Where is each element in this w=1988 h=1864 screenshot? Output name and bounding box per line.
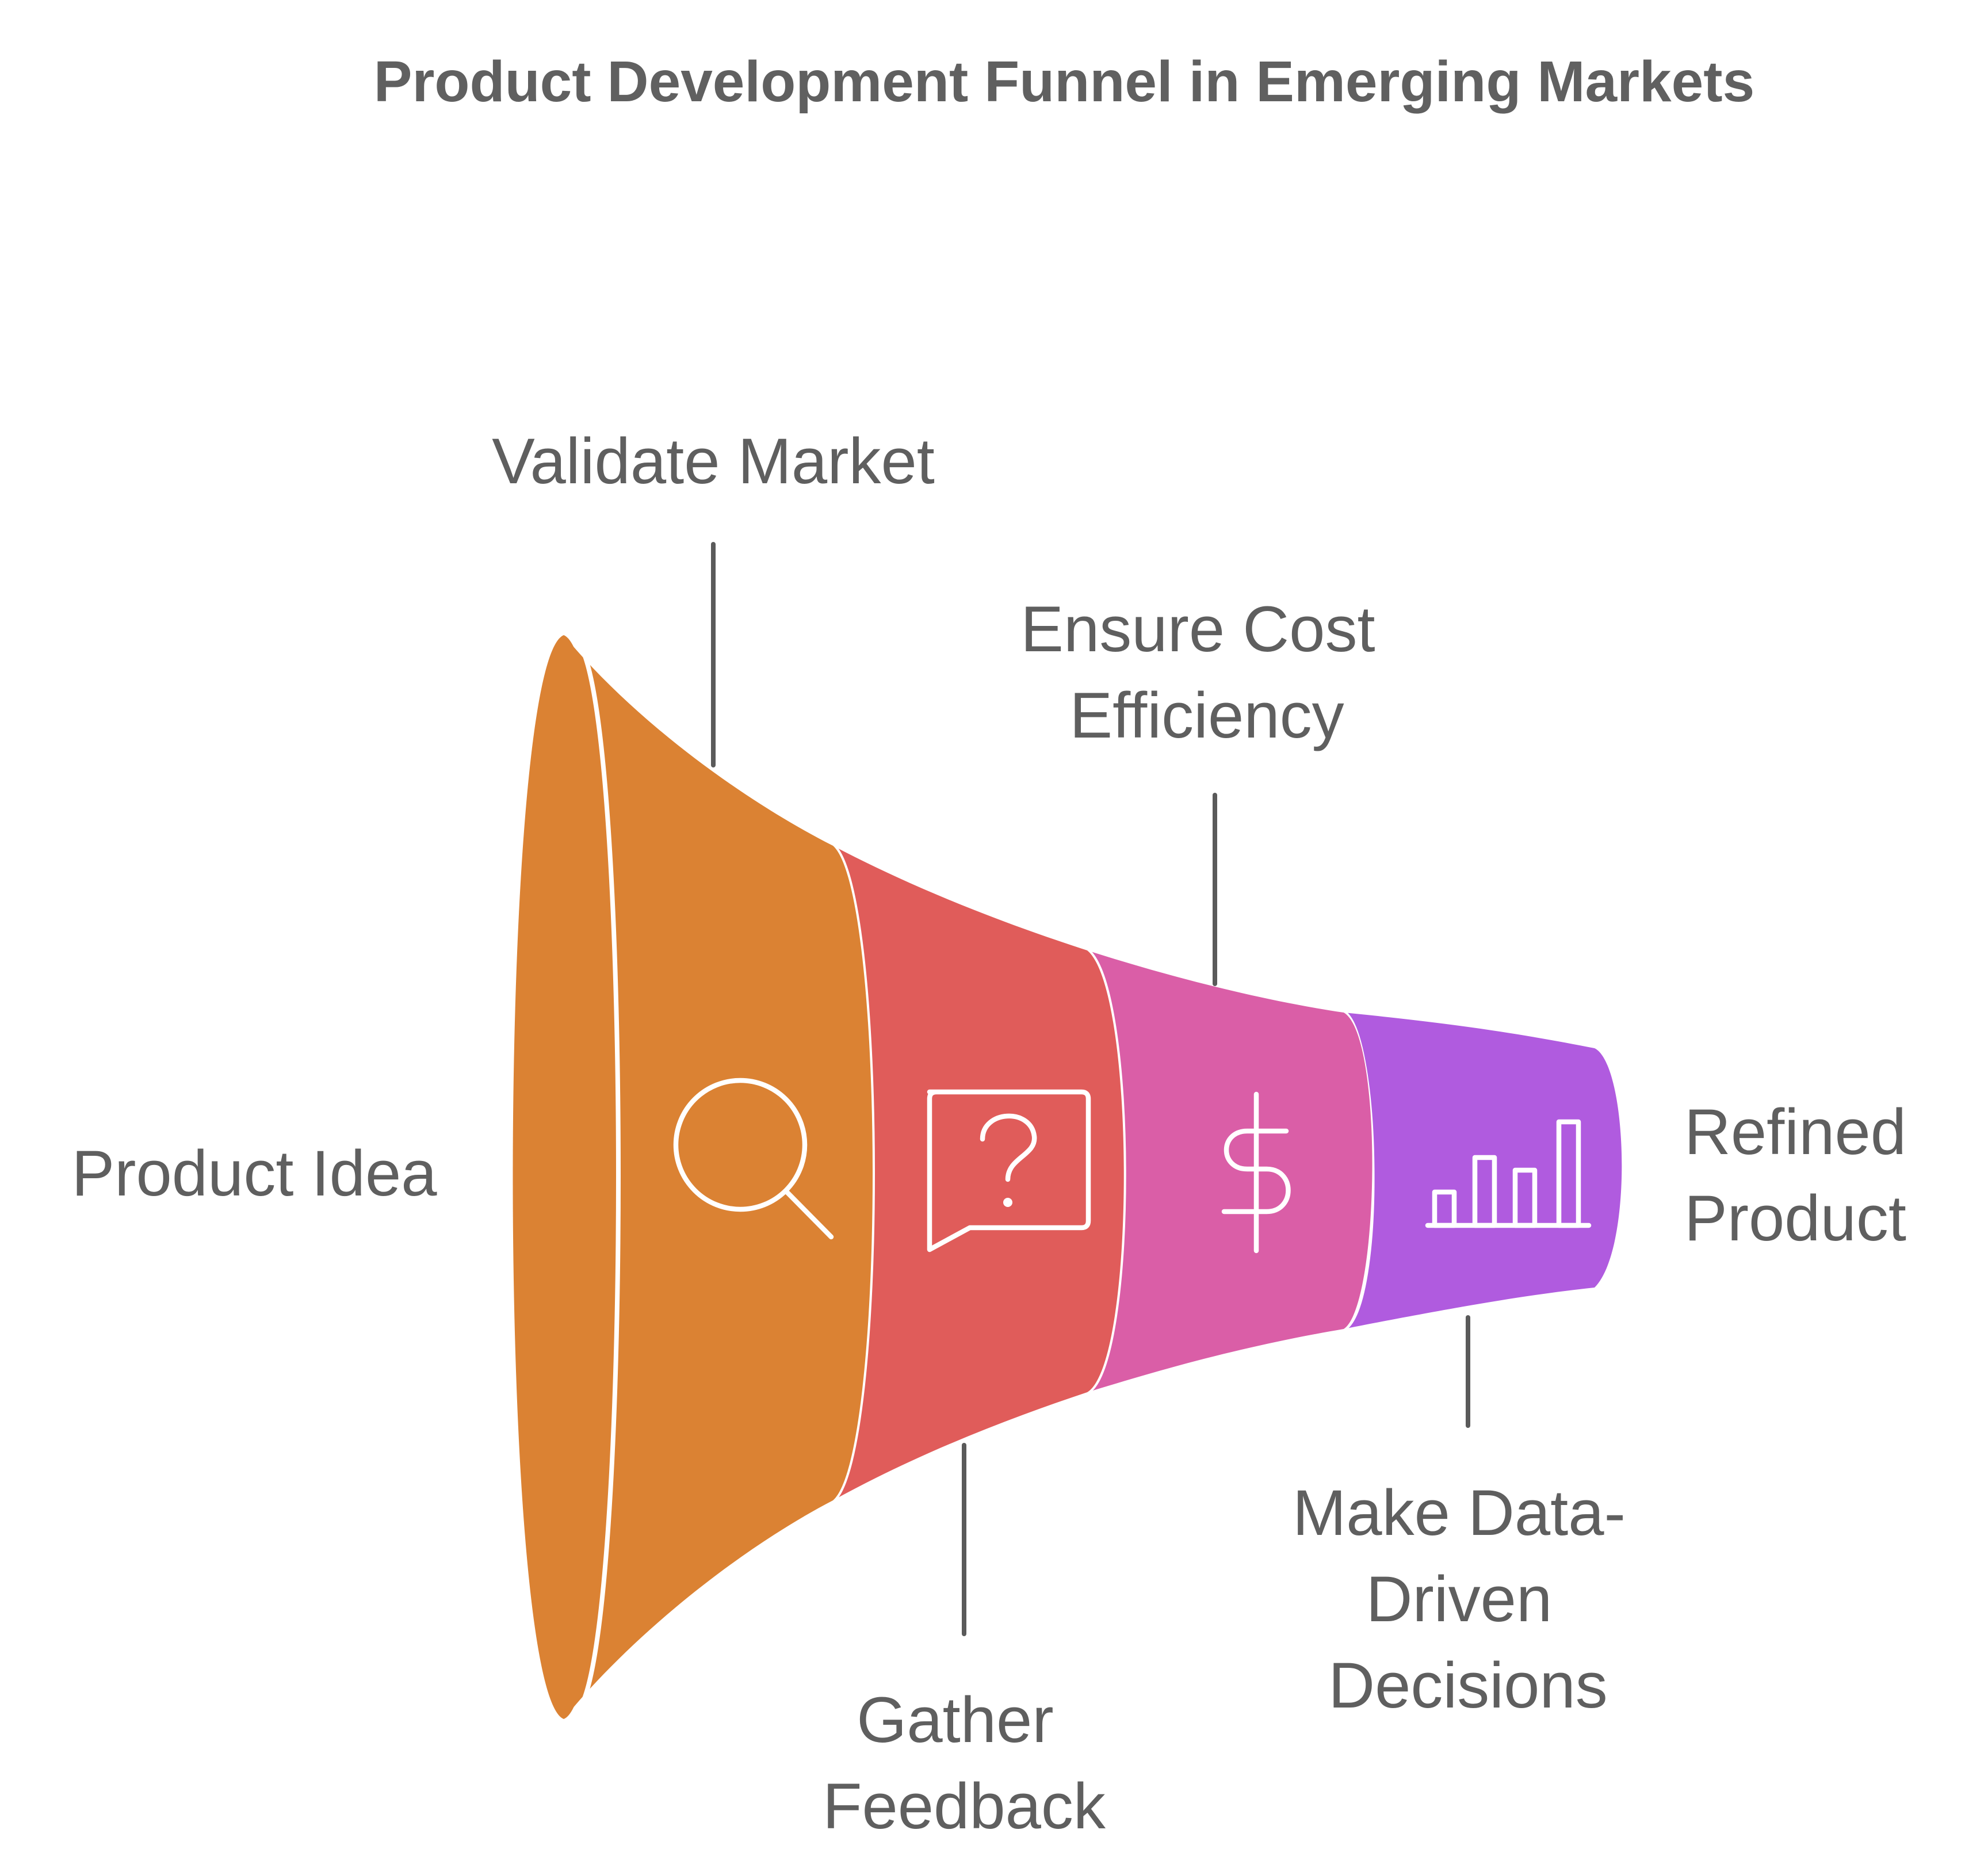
diagram-title: Product Development Funnel in Emerging M… (374, 49, 1754, 114)
label-product-idea: Product Idea (71, 1137, 437, 1209)
funnel-mouth (513, 635, 615, 1719)
bar-chart-icon (1425, 1119, 1592, 1228)
label-refined-product: Refined Product (1684, 1096, 1924, 1254)
label-validate-market: Validate Market (492, 425, 935, 497)
label-gather-feedback: Gather Feedback (823, 1684, 1106, 1842)
funnel-mouth-edge (576, 641, 621, 1712)
label-cost-efficiency: Ensure Cost Efficiency (1020, 593, 1393, 751)
funnel-segment-validate-market (564, 635, 873, 1719)
funnel-segment-cost-efficiency (1087, 950, 1373, 1392)
funnel-segment-data-driven (1344, 1013, 1622, 1329)
dollar-icon (1221, 1091, 1291, 1254)
question-bubble-icon (927, 1089, 1091, 1252)
label-data-driven-decisions: Make Data- Driven Decisions (1293, 1477, 1643, 1721)
funnel-segment-gather-feedback (833, 846, 1124, 1500)
magnifier-icon (673, 1078, 834, 1240)
